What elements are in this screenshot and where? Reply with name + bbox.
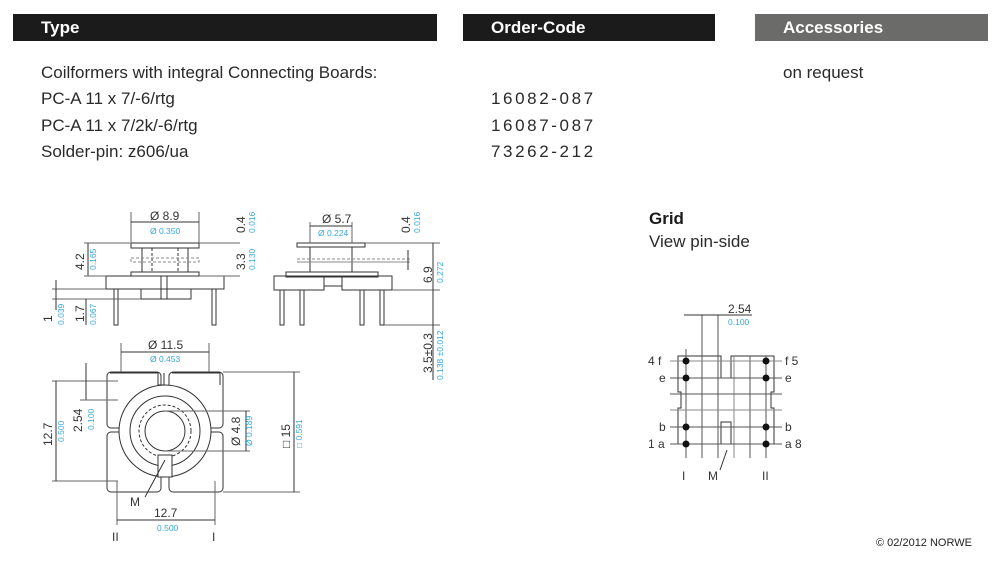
dim-label: □ 0.591 [294,419,304,448]
type-row-3: Solder-pin: z606/ua [41,142,189,161]
dim-label: Ø 4.8 [229,416,243,446]
header-order-code: Order-Code [463,14,715,41]
dim-label: 12.7 [154,506,178,520]
dim-label: Ø 11.5 [148,338,183,352]
dim-label: 0.016 [412,211,422,233]
dim-label: 0.039 [56,303,66,325]
dim-label: 0.130 [247,248,257,270]
dim-label: 3.5±0.3 [421,333,435,373]
pin-label-right: a 8 [785,437,802,451]
type-row-1: PC-A 11 x 7/-6/rtg [41,89,175,108]
grid-title: Grid [649,209,684,228]
pin-label-left: 4 f [648,354,662,368]
grid-pitch-mm: 2.54 [728,302,752,316]
order-code-3: 73262-212 [491,142,596,161]
dim-label: 1 [41,315,55,322]
accessories-value: on request [783,63,864,82]
marker-m: M [130,495,140,509]
marker-ii: II [112,530,119,544]
dim-label: Ø 0.453 [150,354,181,364]
dim-label: 4.2 [73,253,87,270]
dim-label: 0.4 [399,216,413,233]
side-view-1 [52,212,240,326]
dim-label: 12.7 [41,422,55,446]
dim-label: 3.3 [234,253,248,270]
dim-label: 6.9 [421,266,435,283]
grid-marker-ii: II [762,469,769,483]
dim-label: 1.7 [73,305,87,322]
dim-label: Ø 0.189 [244,415,254,446]
dim-label: Ø 5.7 [322,212,352,226]
dim-label: 0.272 [435,261,445,283]
order-code-1: 16082-087 [491,89,596,108]
pin-label-left: e [659,371,666,385]
dim-label: □ 15 [279,424,293,448]
marker-i: I [212,530,215,544]
order-code-2: 16087-087 [491,116,596,135]
header-accessories: Accessories [755,14,988,41]
dim-label: 0.500 [157,523,179,533]
dim-label: 0.016 [247,211,257,233]
copyright: © 02/2012 NORWE [876,537,972,549]
dim-label: 0.067 [88,303,98,325]
pin-label-left: 1 a [648,437,665,451]
dim-label: 2.54 [71,408,85,432]
pin-label-right: f 5 [785,354,799,368]
dim-label: 0.165 [88,248,98,270]
dim-label: Ø 0.224 [318,228,349,238]
dim-label: Ø 8.9 [150,209,180,223]
pin-label-right: e [785,371,792,385]
pin-label-right: b [785,420,792,434]
dim-label: 0.500 [56,420,66,442]
grid-subtitle: View pin-side [649,232,750,251]
dim-label: Ø 0.350 [150,226,181,236]
side-view-2 [273,222,440,380]
grid-marker-i: I [682,469,685,483]
pin-label-left: b [659,420,666,434]
grid-pitch-in: 0.100 [728,317,750,327]
grid-pins [682,357,770,448]
types-intro: Coilformers with integral Connecting Boa… [41,63,378,82]
dim-label: 0.100 [86,408,96,430]
header-type: Type [13,14,437,41]
dim-label: 0.138 ±0.012 [435,330,445,380]
grid-marker-m: M [708,469,718,483]
dim-label: 0.4 [234,216,248,233]
top-view [52,343,300,525]
type-row-2: PC-A 11 x 7/2k/-6/rtg [41,116,198,135]
